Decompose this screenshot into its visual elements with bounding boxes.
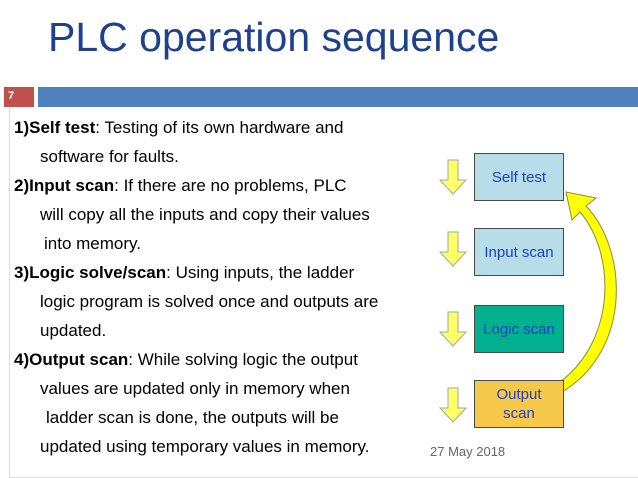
slide-number-box: 7 [4, 87, 34, 107]
self-test-label: Self test [491, 168, 547, 186]
header-bar [38, 87, 638, 107]
step-1-text: : Testing of its own hardware and [95, 118, 344, 137]
step-4-label: 4)Output scan [14, 350, 129, 369]
output-scan-label-line-1: Output [496, 386, 542, 403]
input-scan-box: Input scan [474, 228, 564, 276]
down-arrow-3 [438, 311, 468, 347]
step-2-line-1: 2)Input scan: If there are no problems, … [14, 171, 474, 200]
step-2-text: : If there are no problems, PLC [114, 176, 347, 195]
down-arrow-2 [438, 231, 468, 267]
down-arrow-1 [438, 159, 468, 195]
self-test-box: Self test [474, 153, 564, 201]
left-divider [9, 107, 10, 478]
slide-date: 27 May 2018 [430, 444, 506, 459]
loop-arrow [559, 191, 617, 393]
logic-scan-label: Logic scan [483, 320, 555, 338]
slide-number: 7 [8, 90, 15, 102]
step-4-line-3: ladder scan is done, the outputs will be [46, 408, 339, 427]
step-1-label: 1)Self test [14, 118, 96, 137]
step-4-line-2: values are updated only in memory when [40, 379, 350, 398]
step-2-line-3: into memory. [44, 234, 141, 253]
input-scan-label: Input scan [484, 243, 554, 261]
step-3-label: 3)Logic solve/scan [14, 263, 167, 282]
step-1-line-1: 1)Self test: Testing of its own hardware… [14, 113, 474, 142]
step-4-text: : While solving logic the output [128, 350, 358, 369]
output-scan-label: Output scan [496, 385, 541, 423]
step-3-line-1: 3)Logic solve/scan: Using inputs, the la… [14, 258, 474, 287]
output-scan-box: Output scan [474, 380, 564, 428]
output-scan-label-line-2: scan [503, 405, 535, 422]
steps-text: 1)Self test: Testing of its own hardware… [14, 113, 474, 461]
step-4-line-1: 4)Output scan: While solving logic the o… [14, 345, 474, 374]
down-arrow-4 [438, 387, 468, 423]
slide-title: PLC operation sequence [48, 14, 500, 60]
logic-scan-box: Logic scan [474, 305, 564, 353]
step-1-line-2: software for faults. [40, 147, 179, 166]
step-3-line-3: updated. [40, 321, 107, 340]
step-2-line-2: will copy all the inputs and copy their … [40, 205, 370, 224]
step-3-line-2: logic program is solved once and outputs… [40, 292, 379, 311]
step-4-line-4: updated using temporary values in memory… [40, 437, 370, 456]
step-3-text: : Using inputs, the ladder [166, 263, 355, 282]
step-2-label: 2)Input scan [14, 176, 115, 195]
